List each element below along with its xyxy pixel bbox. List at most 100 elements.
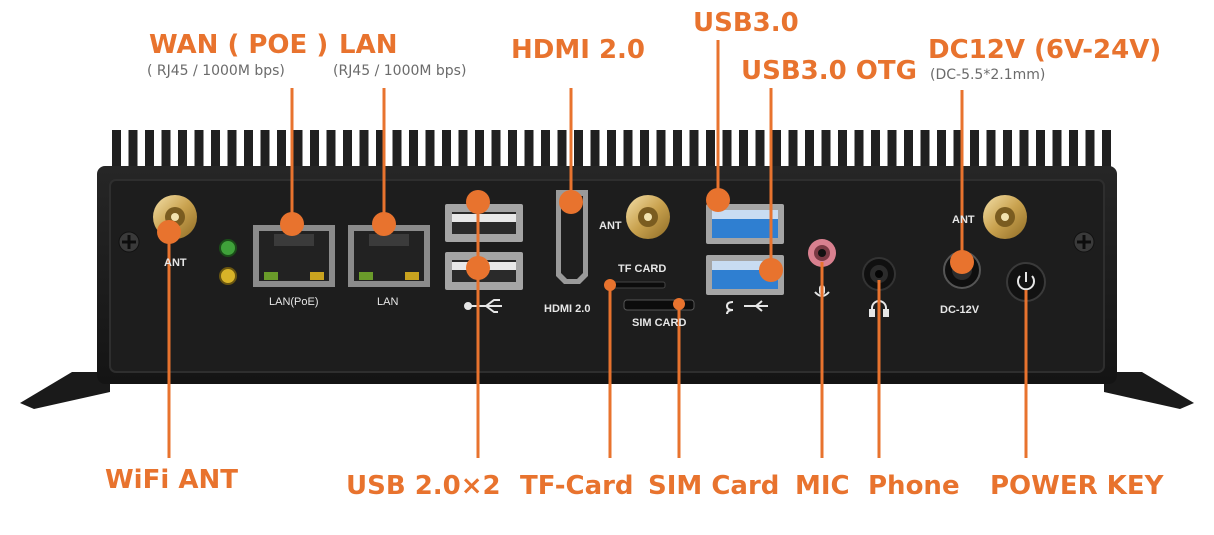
- heatsink-fin: [821, 130, 831, 172]
- screw-right-icon: [1073, 231, 1095, 253]
- heatsink-fin: [574, 130, 583, 172]
- status-led-yellow: [219, 267, 237, 285]
- heatsink-fin: [1069, 130, 1078, 172]
- heatsink-fin: [376, 130, 385, 172]
- usb3-port[interactable]: [706, 204, 784, 244]
- callout-wifi-ant: WiFi ANT: [105, 465, 238, 495]
- device-label-lan: LAN: [377, 296, 399, 308]
- headphone-icon: [869, 300, 889, 317]
- heatsink-fin: [458, 130, 468, 172]
- hdmi-port[interactable]: [556, 190, 588, 284]
- usb-symbol-icon: [464, 299, 502, 313]
- heatsink-fin: [194, 130, 204, 172]
- status-led-green: [219, 239, 237, 257]
- heatsink-fin: [310, 130, 319, 172]
- heatsink-fin: [161, 130, 171, 172]
- dot-wan: [280, 212, 304, 236]
- callout-usb30-otg: USB3.0 OTG: [741, 56, 917, 86]
- heatsink-fin: [1019, 130, 1029, 172]
- heatsink-fin: [854, 130, 864, 172]
- heatsink-fin: [425, 130, 435, 172]
- callout-sim-card: SIM Card: [648, 471, 780, 501]
- heatsink-fin: [293, 130, 303, 172]
- device-label-ant-mid: ANT: [599, 220, 622, 232]
- heatsink-fin: [1102, 130, 1111, 172]
- dot-tf: [604, 279, 616, 291]
- callout-usb30: USB3.0: [693, 8, 799, 38]
- heatsink-fin: [343, 130, 352, 172]
- heatsink-fin: [640, 130, 649, 172]
- callout-power-key: POWER KEY: [990, 471, 1164, 501]
- heatsink-fin: [359, 130, 369, 172]
- dot-usb30-otg: [759, 258, 783, 282]
- heatsink-fin: [1036, 130, 1045, 172]
- callout-wan-poe: WAN ( POE ): [149, 30, 329, 60]
- heatsink-fins: [112, 130, 1111, 172]
- heatsink-fin: [491, 130, 501, 172]
- right-antenna-connector[interactable]: [983, 195, 1027, 239]
- lan-port[interactable]: [348, 225, 430, 287]
- power-icon: [1017, 275, 1035, 291]
- callout-wan-poe-sub: ( RJ45 / 1000M bps): [147, 63, 285, 79]
- callout-lan-sub: (RJ45 / 1000M bps): [333, 63, 467, 79]
- heatsink-fin: [211, 130, 220, 172]
- center-antenna-connector[interactable]: [626, 195, 670, 239]
- heatsink-fin: [1052, 130, 1062, 172]
- device-label-tf-card: TF CARD: [618, 263, 667, 275]
- superspeed-usb-icon: [725, 300, 768, 315]
- heatsink-fin: [244, 130, 253, 172]
- heatsink-fin: [508, 130, 517, 172]
- heatsink-fin: [475, 130, 484, 172]
- mic-jack[interactable]: [808, 239, 836, 267]
- callout-leaders: [167, 40, 1028, 458]
- heatsink-fin: [904, 130, 913, 172]
- heatsink-fin: [805, 130, 814, 172]
- heatsink-fin: [623, 130, 633, 172]
- heatsink-fin: [838, 130, 847, 172]
- heatsink-fin: [326, 130, 336, 172]
- dot-dc: [950, 250, 974, 274]
- heatsink-fin: [590, 130, 600, 172]
- heatsink-fin: [673, 130, 682, 172]
- callout-dots: [157, 188, 974, 310]
- heatsink-fin: [706, 130, 715, 172]
- dot-wifi: [157, 220, 181, 244]
- heatsink-fin: [524, 130, 534, 172]
- heatsink-fin: [541, 130, 550, 172]
- heatsink-fin: [920, 130, 930, 172]
- callout-mic: MIC: [795, 471, 850, 501]
- dot-usb2-bottom: [466, 256, 490, 280]
- dot-lan: [372, 212, 396, 236]
- heatsink-fin: [260, 130, 270, 172]
- callout-dc12v: DC12V (6V-24V): [928, 35, 1162, 65]
- heatsink-fin: [178, 130, 187, 172]
- heatsink-fin: [871, 130, 880, 172]
- screw-left-icon: [118, 231, 140, 253]
- heatsink-fin: [409, 130, 418, 172]
- phone-jack[interactable]: [862, 257, 896, 291]
- usb2-port-top[interactable]: [445, 204, 523, 242]
- callout-usb20: USB 2.0×2: [346, 471, 501, 501]
- heatsink-fin: [227, 130, 237, 172]
- heatsink-fin: [986, 130, 996, 172]
- heatsink-fin: [145, 130, 154, 172]
- dot-hdmi: [559, 190, 583, 214]
- heatsink-fin: [772, 130, 781, 172]
- callout-phone: Phone: [868, 471, 960, 501]
- device-label-ant-right: ANT: [952, 214, 975, 226]
- heatsink-fin: [755, 130, 765, 172]
- heatsink-fin: [788, 130, 798, 172]
- heatsink-fin: [887, 130, 897, 172]
- heatsink-fin: [442, 130, 451, 172]
- heatsink-fin: [277, 130, 286, 172]
- mounting-feet: [20, 372, 1194, 409]
- device-label-lan-poe: LAN(PoE): [269, 296, 319, 308]
- heatsink-fin: [1085, 130, 1095, 172]
- callout-tf-card: TF-Card: [520, 471, 634, 501]
- heatsink-fin: [739, 130, 748, 172]
- device-label-hdmi: HDMI 2.0: [544, 303, 591, 315]
- heatsink-fin: [970, 130, 979, 172]
- heatsink-fin: [607, 130, 616, 172]
